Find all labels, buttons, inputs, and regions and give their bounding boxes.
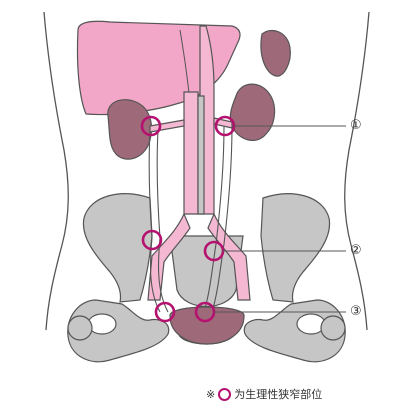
body-outline (43, 11, 370, 331)
leader-lines (214, 125, 346, 313)
constriction-marker-2-left (141, 229, 163, 251)
constriction-marker-1-left (140, 115, 162, 137)
legend: ※ 为生理性狭窄部位 (206, 386, 322, 402)
legend-ring-icon (218, 387, 232, 401)
callout-label-2: ② (350, 243, 362, 258)
callout-label-3: ③ (350, 304, 362, 319)
pelvis (67, 193, 346, 363)
left-kidney (107, 99, 153, 160)
right-kidney (229, 83, 276, 142)
constriction-marker-3-left (154, 301, 176, 323)
liver (76, 20, 241, 116)
legend-text: 为生理性狭窄部位 (234, 388, 323, 401)
legend-asterisk: ※ (206, 387, 216, 401)
spleen (260, 29, 291, 77)
bladder (169, 306, 245, 345)
callout-label-1: ① (350, 118, 362, 133)
